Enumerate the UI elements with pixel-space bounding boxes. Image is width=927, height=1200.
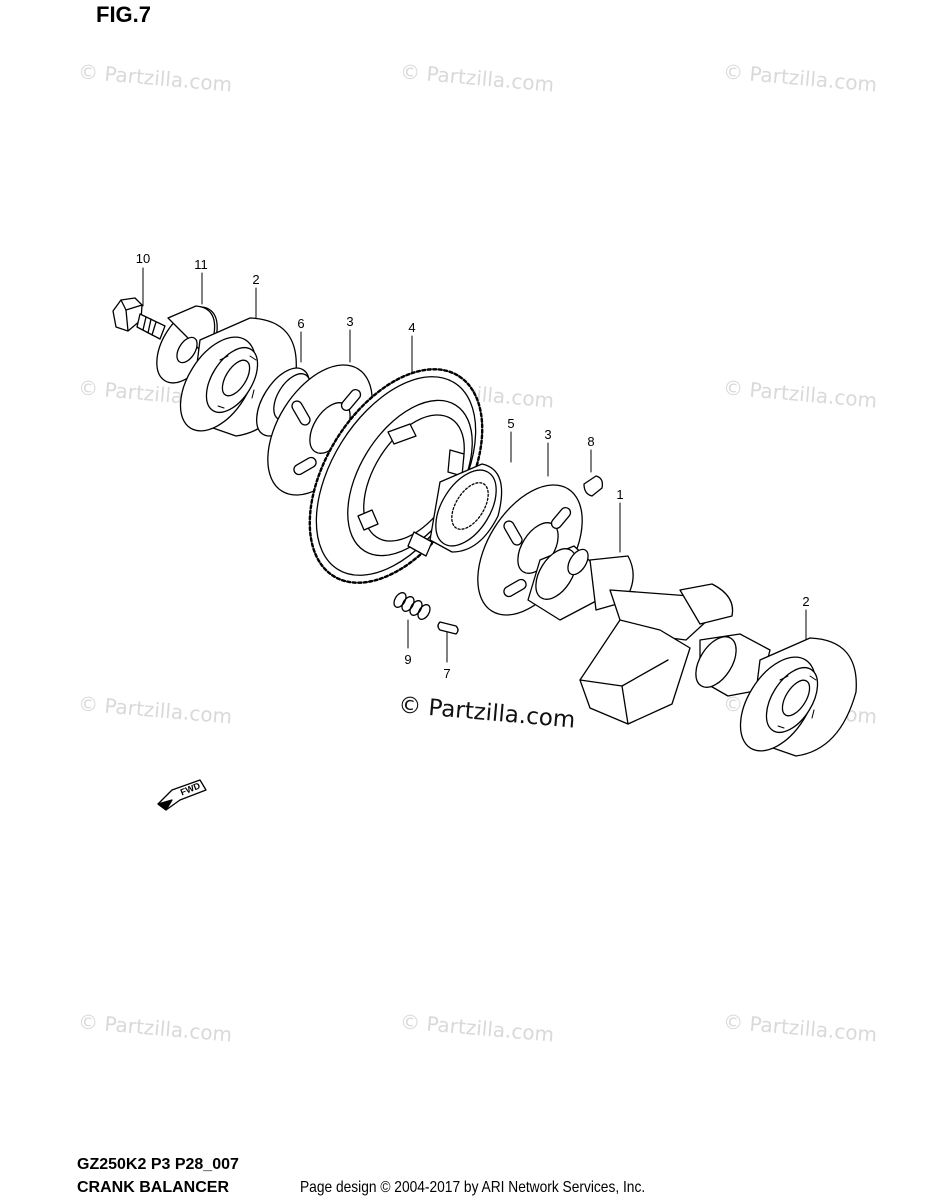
callout-2: 2	[252, 272, 260, 287]
callout-4: 4	[408, 320, 416, 335]
section-name: CRANK BALANCER	[77, 1179, 229, 1196]
callout-10: 10	[135, 251, 151, 266]
callout-5: 5	[507, 416, 515, 431]
callout-7: 7	[443, 666, 451, 681]
fwd-arrow-icon	[158, 780, 206, 810]
callout-1: 1	[616, 487, 624, 502]
callout-8: 8	[587, 434, 595, 449]
model-code: GZ250K2 P3 P28_007	[77, 1156, 239, 1173]
figure-title: FIG.7	[96, 2, 152, 27]
woodruff-key	[584, 476, 602, 496]
leader-lines	[143, 268, 806, 662]
callout-9: 9	[404, 652, 412, 667]
callout-3: 3	[544, 427, 552, 442]
callout-11: 11	[194, 257, 208, 272]
spring	[392, 591, 433, 622]
callout-6: 6	[297, 316, 305, 331]
ball-bearing	[725, 638, 856, 764]
balancer-driven-gear	[274, 339, 518, 613]
bolt	[113, 298, 165, 339]
callout-3: 3	[346, 314, 354, 329]
copyright-credit: Page design © 2004-2017 by ARI Network S…	[300, 1179, 646, 1196]
gear-hub	[423, 460, 508, 557]
balancer-shaft	[528, 542, 770, 724]
callout-2: 2	[802, 594, 810, 609]
pin	[438, 622, 458, 634]
